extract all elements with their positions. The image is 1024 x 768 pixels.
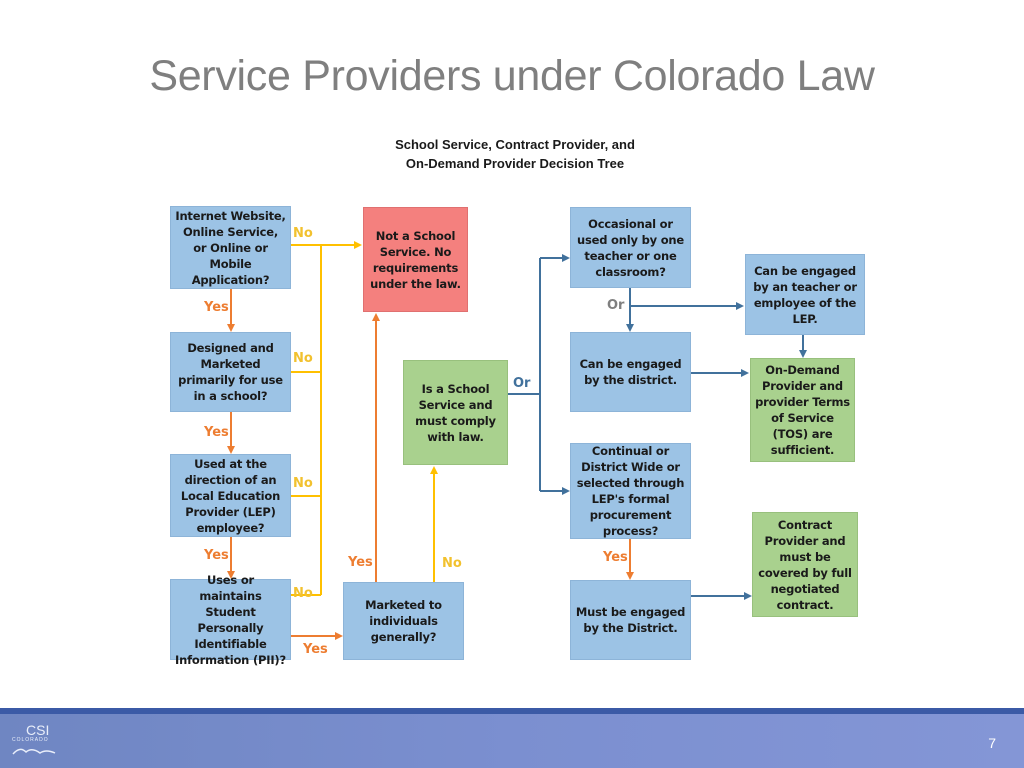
yes-label-1: Yes bbox=[204, 300, 229, 315]
logo-subtext: COLORADO bbox=[12, 737, 49, 743]
mountain-icon bbox=[12, 748, 56, 755]
lep-direction-question-box: Used at the direction of an Local Educat… bbox=[170, 454, 291, 537]
or-label-2: Or bbox=[607, 298, 625, 313]
flow-connectors bbox=[227, 241, 807, 640]
marketed-generally-question-box: Marketed to individuals generally? bbox=[343, 582, 464, 660]
yes-label-6: Yes bbox=[603, 550, 628, 565]
footer-divider bbox=[0, 708, 1024, 714]
logo-text: CSI bbox=[26, 722, 50, 738]
no-label-3: No bbox=[293, 476, 313, 491]
engaged-by-district-box: Can be engaged by the district. bbox=[570, 332, 691, 412]
yes-label-3: Yes bbox=[204, 548, 229, 563]
yes-label-5: Yes bbox=[348, 555, 373, 570]
or-label-1: Or bbox=[513, 376, 531, 391]
pii-question-box: Uses or maintains Student Personally Ide… bbox=[170, 573, 291, 667]
internet-service-question-box: Internet Website, Online Service, or Onl… bbox=[170, 206, 291, 289]
no-label-1: No bbox=[293, 226, 313, 241]
decision-tree-title: School Service, Contract Provider, and O… bbox=[365, 135, 665, 173]
must-be-engaged-box: Must be engaged by the District. bbox=[570, 580, 691, 660]
tree-title-line-2: On-Demand Provider Decision Tree bbox=[405, 156, 625, 171]
on-demand-provider-box: On-Demand Provider and provider Terms of… bbox=[750, 358, 855, 462]
not-school-service-box: Not a School Service. No requirements un… bbox=[363, 207, 468, 312]
engaged-by-teacher-box: Can be engaged by an teacher or employee… bbox=[745, 254, 865, 335]
yes-label-4: Yes bbox=[303, 642, 328, 657]
designed-for-school-question-box: Designed and Marketed primarily for use … bbox=[170, 332, 291, 412]
no-label-4: No bbox=[293, 586, 313, 601]
continual-district-wide-question-box: Continual or District Wide or selected t… bbox=[570, 443, 691, 539]
page-number: 7 bbox=[988, 735, 996, 751]
tree-title-line-1: School Service, Contract Provider, and bbox=[395, 137, 635, 152]
contract-provider-box: Contract Provider and must be covered by… bbox=[752, 512, 858, 617]
slide-title: Service Providers under Colorado Law bbox=[149, 52, 875, 100]
no-label-5: No bbox=[442, 556, 462, 571]
is-school-service-box: Is a School Service and must comply with… bbox=[403, 360, 508, 465]
yes-label-2: Yes bbox=[204, 425, 229, 440]
csi-logo: CSI COLORADO bbox=[12, 722, 56, 758]
no-label-2: No bbox=[293, 351, 313, 366]
footer-bar bbox=[0, 714, 1024, 768]
occasional-use-question-box: Occasional or used only by one teacher o… bbox=[570, 207, 691, 288]
